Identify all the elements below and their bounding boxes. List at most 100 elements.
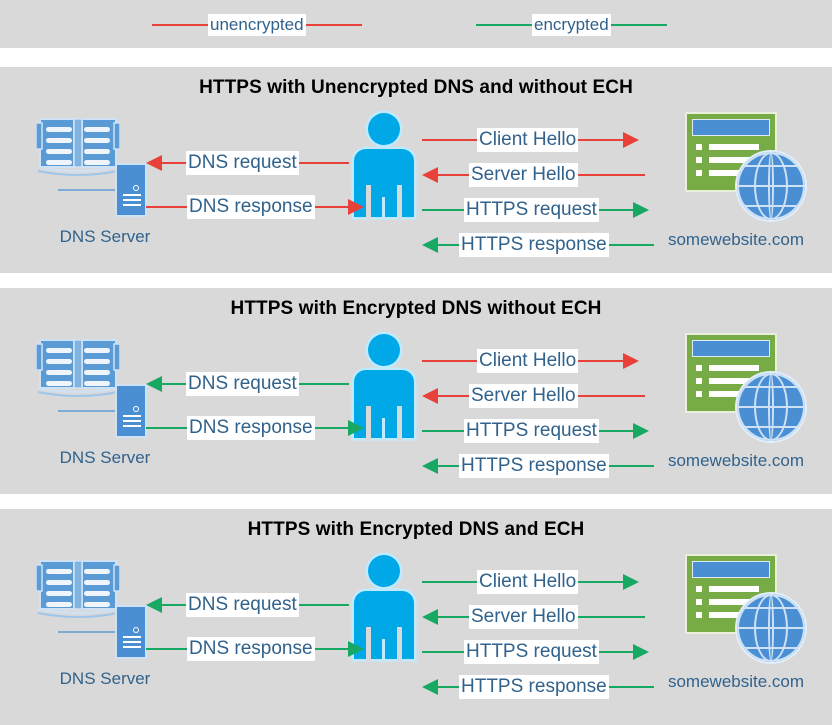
flow-https-request: HTTPS request <box>422 419 660 443</box>
server-connector-line <box>58 189 116 191</box>
panel-title: HTTPS with Encrypted DNS and ECH <box>247 519 585 540</box>
flow-line <box>438 686 459 688</box>
flow-dns-request: DNS request <box>146 372 360 396</box>
flow-label: DNS response <box>187 416 315 440</box>
flow-label: DNS request <box>186 151 299 175</box>
flow-line <box>608 465 654 467</box>
server-power-dot-icon <box>133 627 139 633</box>
user-head-icon <box>368 113 400 145</box>
flow-server-hello: Server Hello <box>422 163 660 187</box>
user-leg-split <box>382 197 385 219</box>
arrowhead-right-icon <box>347 199 364 215</box>
flow-line <box>162 383 186 385</box>
list-line <box>709 599 759 605</box>
dns-server-label: DNS Server <box>59 227 151 246</box>
website-label: somewebsite.com <box>667 451 805 470</box>
list-line <box>709 365 759 371</box>
flow-line <box>438 174 469 176</box>
window-title-bar <box>692 561 770 578</box>
window-title-bar <box>692 119 770 136</box>
website-graphic <box>685 112 807 222</box>
flow-https-request: HTTPS request <box>422 198 660 222</box>
flow-https-response: HTTPS response <box>422 454 660 478</box>
arrowhead-left-icon <box>422 167 438 183</box>
flow-line <box>438 616 469 618</box>
flow-label: DNS response <box>187 637 315 661</box>
flow-line <box>298 604 349 606</box>
book-icon <box>35 118 121 176</box>
list-bullet-icon <box>696 586 702 592</box>
flow-label: HTTPS request <box>464 198 599 222</box>
flow-dns-response: DNS response <box>146 637 364 661</box>
user-head-icon <box>368 555 400 587</box>
flow-dns-request: DNS request <box>146 151 360 175</box>
flow-line <box>438 465 459 467</box>
flow-client-hello: Client Hello <box>422 128 660 152</box>
flow-line <box>146 427 187 429</box>
list-bullet-icon <box>696 599 702 605</box>
website-label: somewebsite.com <box>667 672 805 691</box>
flow-https-request: HTTPS request <box>422 640 660 664</box>
flow-label: HTTPS response <box>459 454 609 478</box>
flow-line <box>422 139 477 141</box>
flow-line <box>314 206 348 208</box>
flow-line <box>578 360 624 362</box>
server-connector-line <box>58 410 116 412</box>
arrowhead-left-icon <box>146 597 162 613</box>
list-bullet-icon <box>696 365 702 371</box>
flow-dns-request: DNS request <box>146 593 360 617</box>
flow-line <box>577 174 645 176</box>
flow-https-response: HTTPS response <box>422 675 660 699</box>
flow-label: HTTPS request <box>464 640 599 664</box>
flow-line <box>598 209 633 211</box>
list-line <box>709 157 759 163</box>
arrowhead-right-icon <box>623 132 640 148</box>
legend-rule-right <box>610 24 667 26</box>
flow-dns-response: DNS response <box>146 416 364 440</box>
list-bullet-icon <box>696 170 702 176</box>
server-tower-icon <box>115 163 147 217</box>
server-connector-line <box>58 631 116 633</box>
flow-label: Client Hello <box>477 128 579 152</box>
flow-label: Server Hello <box>469 605 578 629</box>
legend-label: unencrypted <box>208 14 306 36</box>
arrowhead-right-icon <box>632 423 649 439</box>
dns-server-graphic <box>30 115 165 220</box>
directory-book-icon <box>35 336 121 398</box>
user-arm-gap-left <box>366 406 371 440</box>
list-bullet-icon <box>696 144 702 150</box>
server-tower-icon <box>115 605 147 659</box>
flow-line <box>314 648 348 650</box>
legend-rule-left <box>476 24 532 26</box>
directory-book-icon <box>35 557 121 619</box>
list-line <box>709 391 759 397</box>
list-bullet-icon <box>696 391 702 397</box>
flow-label: Client Hello <box>477 570 579 594</box>
window-list-row <box>696 157 759 163</box>
list-line <box>709 170 759 176</box>
flow-client-hello: Client Hello <box>422 349 660 373</box>
flow-label: DNS request <box>186 593 299 617</box>
flow-line <box>422 651 464 653</box>
server-slots-icon <box>123 633 141 648</box>
flow-dns-response: DNS response <box>146 195 364 219</box>
window-list-row <box>696 612 759 618</box>
arrowhead-left-icon <box>146 155 162 171</box>
client-user-icon <box>352 334 416 440</box>
arrowhead-left-icon <box>422 458 438 474</box>
flow-label: Server Hello <box>469 384 578 408</box>
arrowhead-left-icon <box>422 609 438 625</box>
arrowhead-right-icon <box>623 574 640 590</box>
flow-line <box>146 206 187 208</box>
legend-item-encrypted: encrypted <box>476 14 667 36</box>
user-arm-gap-left <box>366 627 371 661</box>
window-list-row <box>696 144 759 150</box>
flow-client-hello: Client Hello <box>422 570 660 594</box>
website-graphic <box>685 554 807 664</box>
flow-line <box>438 395 469 397</box>
user-head-icon <box>368 334 400 366</box>
arrowhead-right-icon <box>347 641 364 657</box>
user-arm-gap-right <box>397 185 402 219</box>
flow-label: HTTPS response <box>459 675 609 699</box>
window-list-row <box>696 378 759 384</box>
